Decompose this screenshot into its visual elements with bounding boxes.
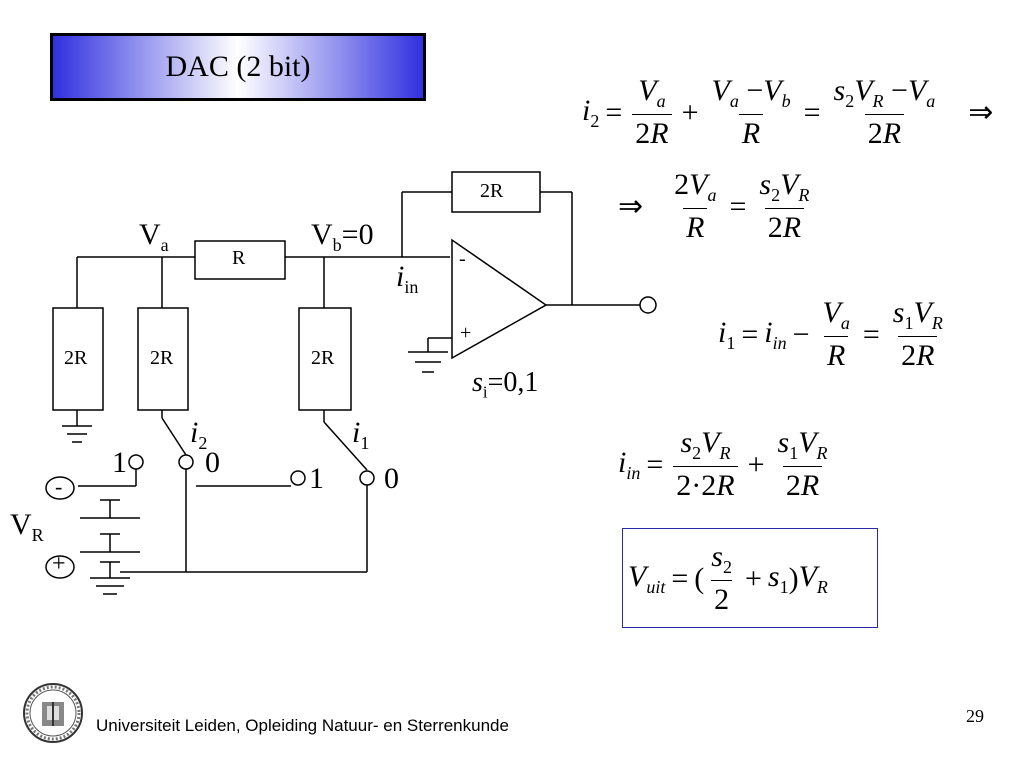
opamp-triangle bbox=[451, 238, 548, 360]
shunt3-label: 2R bbox=[311, 347, 335, 369]
feedback-resistor-label: 2R bbox=[480, 180, 504, 202]
switch1-pos1-label: 1 bbox=[309, 462, 324, 495]
switch1-pos0-label: 0 bbox=[384, 462, 399, 495]
resistor-feedback bbox=[451, 171, 541, 213]
current-i2-label: i2 bbox=[190, 416, 208, 453]
opamp-minus-label: - bbox=[459, 248, 466, 270]
implies-arrow-2: ⇒ bbox=[618, 190, 644, 223]
output-terminal bbox=[639, 296, 657, 314]
title-box: DAC (2 bit) bbox=[50, 33, 426, 101]
current-in-label: iin bbox=[396, 260, 419, 297]
current-i1-label: i1 bbox=[352, 416, 370, 453]
resistor-shunt2 bbox=[137, 307, 189, 411]
resistor-shunt1 bbox=[52, 307, 104, 411]
shunt1-label: 2R bbox=[64, 347, 88, 369]
implies-arrow-1: ⇒ bbox=[968, 96, 994, 129]
resistor-r-label: R bbox=[232, 247, 246, 269]
switch1-blade bbox=[323, 421, 368, 471]
switch2-blade bbox=[161, 417, 187, 456]
slide-title: DAC (2 bit) bbox=[165, 50, 311, 83]
node-va-label: Va bbox=[139, 218, 169, 255]
switch1-contact-0 bbox=[359, 470, 375, 486]
switch2-pos1-label: 1 bbox=[112, 446, 127, 479]
switch2-pos0-label: 0 bbox=[205, 446, 220, 479]
university-seal-icon bbox=[23, 683, 83, 743]
resistor-r bbox=[194, 240, 286, 280]
opamp-plus-label: + bbox=[460, 322, 472, 344]
footer-text: Universiteit Leiden, Opleiding Natuur- e… bbox=[96, 716, 509, 735]
result-box bbox=[622, 528, 878, 628]
battery-minus-marker bbox=[45, 476, 75, 500]
vref-label: VR bbox=[10, 508, 44, 545]
node-vb-label: Vb=0 bbox=[311, 218, 374, 255]
switch2-contact-0 bbox=[178, 454, 194, 470]
battery-plus-marker bbox=[45, 555, 75, 579]
page-number: 29 bbox=[966, 706, 984, 726]
switch-state-label: si=0,1 bbox=[472, 367, 539, 402]
battery-plus-label: + bbox=[52, 551, 66, 577]
switch1-contact-1 bbox=[290, 470, 306, 486]
resistor-shunt3 bbox=[298, 307, 352, 411]
switch2-contact-1 bbox=[128, 454, 144, 470]
shunt2-label: 2R bbox=[150, 347, 174, 369]
battery-minus-label: - bbox=[55, 474, 63, 499]
